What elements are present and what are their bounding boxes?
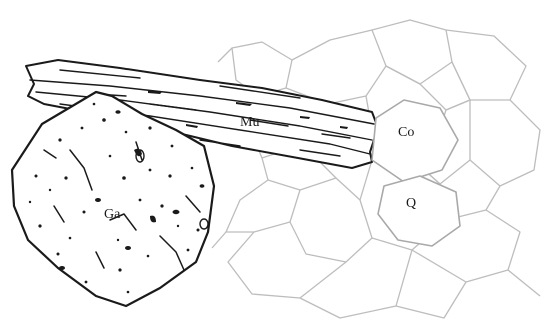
- label-ga: Ga: [104, 207, 121, 222]
- grain-boundary-network: [212, 20, 540, 318]
- label-q: Q: [406, 196, 416, 211]
- label-co: Co: [398, 125, 414, 140]
- quartz-grain: [378, 176, 460, 246]
- label-mu: Mu: [240, 115, 259, 130]
